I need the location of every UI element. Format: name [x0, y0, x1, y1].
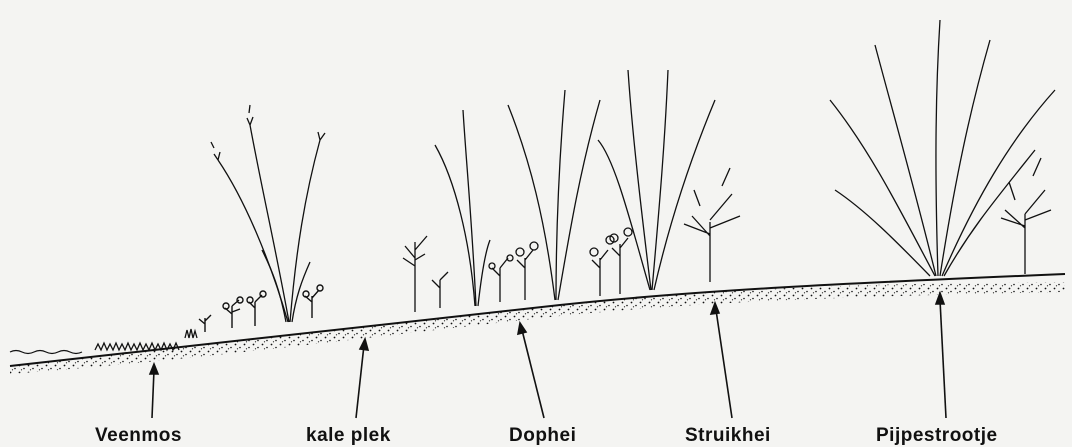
water-surface — [10, 351, 82, 354]
grass-tussock-1 — [211, 105, 325, 322]
label-veenmos: Veenmos — [95, 425, 182, 447]
label-dophei: Dophei — [509, 425, 576, 447]
label-struikhei: Struikhei — [685, 425, 771, 447]
cross-leaved-heath-group — [403, 90, 632, 312]
purple-moor-grass-group — [830, 20, 1055, 276]
label-pijpestrootje: Pijpestrootje — [876, 425, 998, 447]
label-kale-plek: kale plek — [306, 425, 391, 447]
heather-group — [598, 70, 740, 290]
small-herbs — [199, 285, 323, 332]
soil-layer — [10, 282, 1065, 374]
